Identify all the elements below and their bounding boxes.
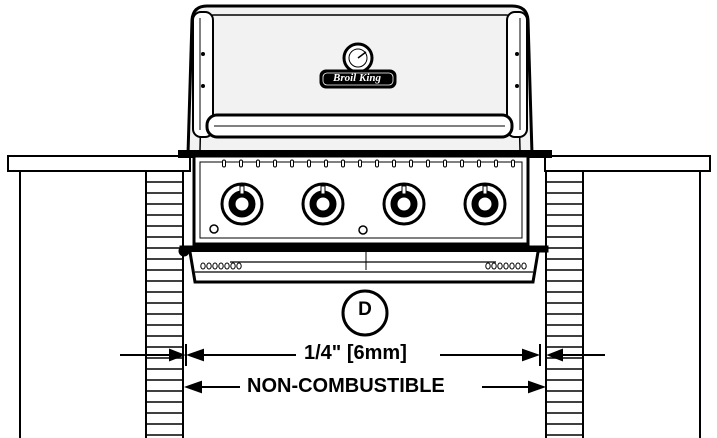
thermometer-icon bbox=[342, 42, 374, 74]
frame-slot bbox=[236, 262, 242, 270]
vent-slot bbox=[494, 159, 498, 168]
frame-slot bbox=[509, 262, 515, 270]
burner-knob-icon bbox=[301, 182, 345, 226]
countertop bbox=[7, 155, 711, 438]
right-non-combustible-wall bbox=[545, 171, 584, 438]
vent-slot bbox=[477, 159, 481, 168]
vent-slot bbox=[443, 159, 447, 168]
vent-slot bbox=[273, 159, 277, 168]
burner-knob-icon bbox=[382, 182, 426, 226]
burner-knob-icon bbox=[220, 182, 264, 226]
panel-vent-slots bbox=[222, 159, 515, 168]
frame-slot bbox=[218, 262, 224, 270]
vent-slot bbox=[358, 159, 362, 168]
non-combustible-dimension-line bbox=[184, 380, 546, 394]
vent-slot bbox=[290, 159, 294, 168]
frame-slot bbox=[200, 262, 206, 270]
burner-knob-icon bbox=[463, 182, 507, 226]
frame-slot bbox=[224, 262, 230, 270]
frame-slot bbox=[497, 262, 503, 270]
gap-dimension-line bbox=[120, 344, 605, 366]
non-combustible-label: NON-COMBUSTIBLE bbox=[245, 375, 447, 397]
callout-d-circle bbox=[341, 289, 389, 337]
vent-slot bbox=[307, 159, 311, 168]
frame-slot bbox=[521, 262, 527, 270]
burner-knobs bbox=[220, 182, 507, 226]
vent-slot bbox=[239, 159, 243, 168]
vent-slot bbox=[511, 159, 515, 168]
vent-slot bbox=[222, 159, 226, 168]
frame-slot bbox=[485, 262, 491, 270]
callout-letter: D bbox=[358, 299, 372, 320]
brand-name: Broil King bbox=[333, 72, 381, 84]
grill-side-slots bbox=[200, 262, 527, 270]
vent-slot bbox=[324, 159, 328, 168]
frame-slot bbox=[491, 262, 497, 270]
left-non-combustible-wall bbox=[145, 171, 184, 438]
vent-slot bbox=[409, 159, 413, 168]
frame-slot bbox=[230, 262, 236, 270]
vent-slot bbox=[426, 159, 430, 168]
vent-slot bbox=[375, 159, 379, 168]
frame-slot bbox=[503, 262, 509, 270]
frame-slot bbox=[212, 262, 218, 270]
gap-dimension-label: 1/4" [6mm] bbox=[302, 342, 409, 364]
vent-slot bbox=[256, 159, 260, 168]
vent-slot bbox=[392, 159, 396, 168]
frame-slot bbox=[206, 262, 212, 270]
vent-slot bbox=[341, 159, 345, 168]
brick-courses bbox=[146, 181, 583, 436]
grill-lower-frame bbox=[178, 245, 549, 284]
vent-slot bbox=[460, 159, 464, 168]
igniter-button bbox=[209, 224, 219, 234]
light-button bbox=[358, 225, 368, 235]
brand-badge bbox=[319, 69, 397, 89]
frame-slot bbox=[515, 262, 521, 270]
